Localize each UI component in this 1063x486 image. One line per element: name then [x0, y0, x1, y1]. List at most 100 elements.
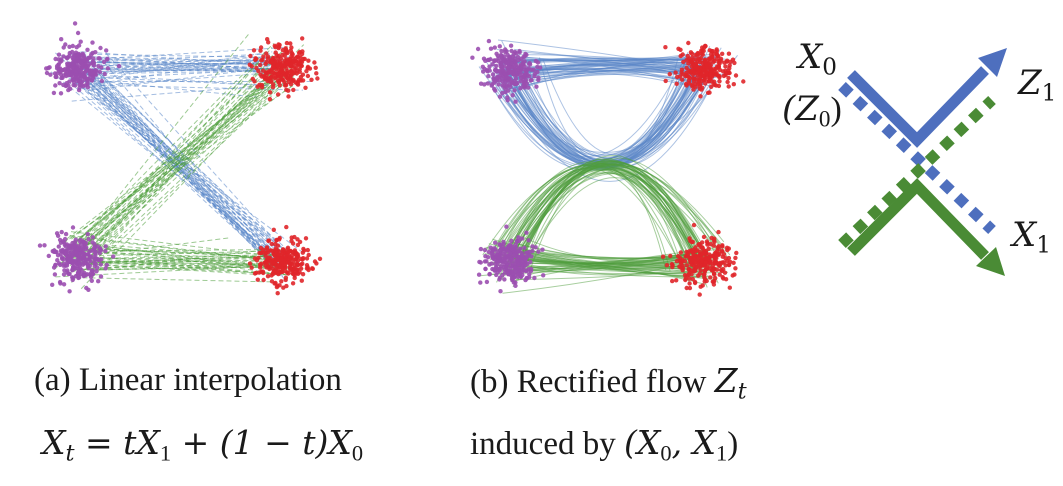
green-flow	[500, 161, 685, 254]
green-path	[71, 64, 304, 283]
green-path	[70, 67, 269, 261]
blue-path	[73, 79, 280, 271]
purple-cluster-top-left	[470, 38, 543, 104]
blue-path	[83, 76, 260, 86]
green-flow	[505, 171, 708, 274]
green-flow	[516, 163, 699, 271]
green-path	[76, 254, 281, 264]
green-rectified-arrow-path	[847, 178, 989, 260]
green-path	[65, 83, 295, 255]
blue-dotted-line	[838, 82, 996, 234]
blue-path	[87, 73, 282, 259]
blue-path	[85, 84, 303, 91]
green-path	[98, 52, 281, 257]
green-path	[66, 73, 278, 249]
blue-path	[79, 65, 284, 74]
purple-cluster-bottom-left	[476, 224, 546, 294]
green-path	[83, 68, 292, 243]
green-path	[75, 254, 286, 260]
green-path	[70, 231, 270, 256]
green-flow	[517, 167, 687, 281]
green-path	[75, 71, 278, 243]
green-path	[74, 277, 272, 283]
green-path	[98, 59, 285, 240]
caption-b-induced: induced by (X0, X1)	[470, 423, 739, 466]
green-flow	[511, 158, 697, 260]
blue-path	[91, 72, 273, 87]
green-flow	[494, 168, 693, 262]
green-path	[74, 261, 292, 265]
green-path	[62, 73, 298, 245]
green-path	[69, 62, 299, 267]
green-path	[69, 234, 303, 265]
blue-flow	[519, 61, 687, 156]
green-path	[75, 259, 259, 262]
blue-path	[85, 70, 267, 75]
blue-path	[89, 82, 273, 259]
blue-path	[76, 68, 274, 267]
green-path	[82, 71, 291, 257]
green-dotted-line	[838, 96, 996, 248]
blue-path	[69, 77, 291, 256]
blue-path	[68, 51, 286, 260]
green-flow	[513, 159, 700, 255]
blue-path	[85, 53, 293, 86]
blue-path	[80, 74, 281, 259]
blue-path	[68, 77, 305, 254]
green-arrowhead	[976, 247, 1005, 276]
blue-path	[81, 64, 273, 254]
green-flow	[491, 160, 725, 258]
panel-a-point-clusters	[37, 21, 323, 296]
green-path	[67, 50, 277, 277]
caption-b: (b) Rectified flow Zt	[470, 361, 747, 405]
label-x1: X1	[1012, 215, 1051, 259]
purple-cluster-top-left	[44, 21, 122, 96]
green-flow	[523, 263, 705, 276]
purple-cluster-bottom-left	[37, 225, 116, 294]
blue-path	[105, 52, 288, 255]
red-cluster-bottom-right	[247, 224, 323, 296]
green-path	[82, 247, 291, 259]
blue-path	[97, 57, 270, 70]
blue-path	[81, 64, 275, 266]
blue-path	[78, 78, 258, 98]
green-path	[77, 55, 265, 251]
blue-path	[65, 52, 291, 64]
equation-a: Xt = tX1 + (1 − t)X0	[42, 423, 364, 467]
green-path	[84, 82, 281, 263]
blue-path	[65, 59, 282, 64]
green-path	[79, 32, 250, 245]
blue-path	[74, 55, 275, 69]
blue-flow	[497, 39, 697, 69]
blue-path	[84, 61, 285, 70]
red-cluster-top-right	[247, 36, 320, 102]
green-path	[81, 263, 257, 275]
panel-b-point-clusters	[470, 38, 746, 297]
panel-a-linear-interpolation	[37, 21, 323, 296]
green-flow	[504, 164, 700, 268]
label-z1: Z1	[1018, 63, 1057, 107]
blue-path	[79, 77, 280, 263]
green-path	[72, 236, 282, 262]
label-z0: (Z0)	[782, 89, 842, 133]
green-path	[50, 80, 301, 252]
blue-path	[87, 75, 280, 265]
green-path	[69, 63, 282, 263]
green-path	[86, 66, 279, 266]
panel-b-rectified-flow	[470, 38, 746, 297]
blue-flow	[510, 54, 695, 66]
blue-path	[81, 65, 275, 70]
red-cluster-bottom-right	[660, 222, 739, 297]
blue-path	[84, 71, 272, 264]
green-path	[73, 44, 305, 273]
blue-arrowhead	[978, 48, 1007, 77]
panel-c-crossing-diagram	[838, 48, 1007, 276]
caption-a: (a) Linear interpolation	[34, 362, 342, 398]
label-x0: X0	[798, 37, 837, 81]
green-flow	[516, 161, 711, 270]
red-cluster-top-right	[663, 40, 746, 99]
blue-rectified-arrow-path	[847, 66, 989, 148]
blue-path	[66, 71, 290, 262]
blue-path	[76, 59, 287, 62]
